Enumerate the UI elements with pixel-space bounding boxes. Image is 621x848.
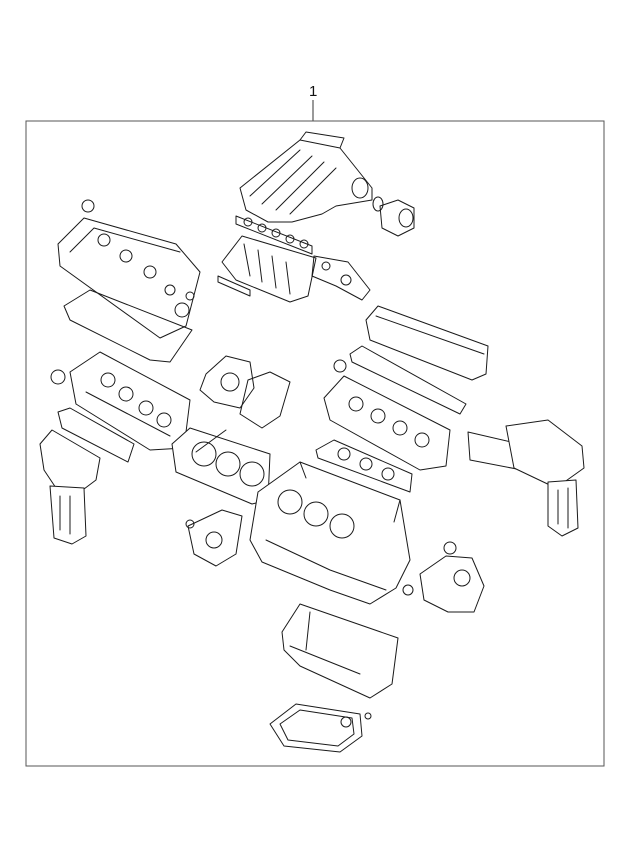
dowel-line (195, 429, 227, 453)
drain-plug-washer (364, 712, 372, 720)
throttle-body (379, 199, 415, 237)
lower-intake-manifold (221, 235, 317, 303)
cylinder-head-right (323, 375, 451, 471)
head-gasket-right (315, 439, 413, 493)
oil-filler-seal (81, 199, 95, 213)
callout-number: 1 (309, 83, 317, 100)
kit-frame (25, 120, 605, 767)
throttle-gasket (372, 196, 384, 212)
water-outlet-gasket (402, 584, 414, 596)
plug-tube-seal (174, 302, 190, 318)
cylinder-head-left (69, 351, 191, 451)
intake-manifold (239, 131, 373, 223)
valve-cover-right (365, 305, 489, 381)
lower-oil-pan (269, 703, 363, 753)
oil-pump (187, 509, 243, 567)
valve-cover-gasket-left (63, 289, 193, 363)
plenum-gasket (311, 255, 371, 301)
cam-seal-right (333, 359, 347, 373)
upper-oil-pan (281, 603, 399, 699)
timing-cover-gasket (239, 371, 291, 429)
exhaust-gasket-left (57, 407, 135, 463)
cam-seal-left (50, 369, 66, 385)
valve-cover-left (57, 217, 201, 339)
engine-block (249, 461, 411, 605)
exhaust-manifold-left (39, 429, 101, 545)
intake-manifold-gasket (235, 215, 313, 255)
thermostat-housing (419, 555, 485, 613)
water-pump (199, 355, 255, 409)
valve-cover-gasket-right (349, 345, 467, 415)
head-gasket-left (171, 427, 271, 505)
oring-small (185, 291, 195, 301)
thermostat-gasket (443, 541, 457, 555)
lower-intake-gasket (217, 275, 251, 297)
exhaust-manifold-right (505, 419, 585, 537)
oil-pump-oring (185, 519, 195, 529)
